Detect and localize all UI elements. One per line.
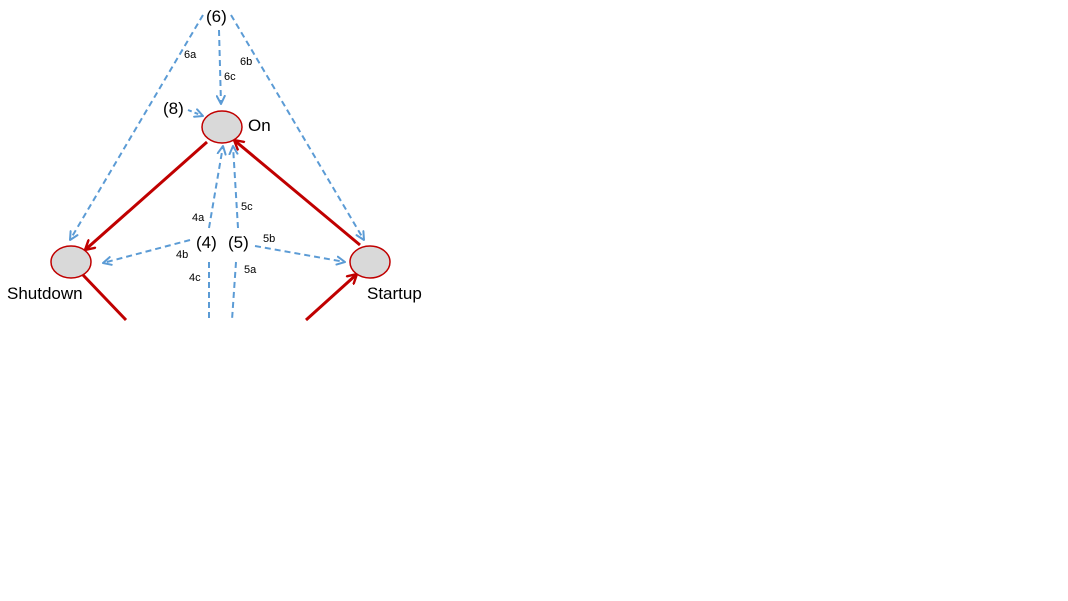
edge-6b-label: 6b xyxy=(240,56,252,68)
arrow-8 xyxy=(187,108,204,118)
arrow-5b xyxy=(254,245,346,266)
edge-6c-label: 6c xyxy=(224,71,236,83)
arrow-4b xyxy=(102,239,191,266)
edge-6a-label: 6a xyxy=(184,49,197,61)
node-startup-label: Startup xyxy=(367,284,422,303)
source-6-label: (6) xyxy=(206,7,227,26)
transition-entry-to-startup xyxy=(304,274,357,322)
node-shutdown xyxy=(50,245,92,279)
edge-5a-label: 5a xyxy=(244,264,257,276)
arrow-6b xyxy=(230,14,365,241)
source-4-label: (4) xyxy=(196,233,217,252)
source-5-label: (5) xyxy=(228,233,249,252)
node-shutdown-label: Shutdown xyxy=(7,284,83,303)
transition-startup-to-on xyxy=(234,140,361,247)
arrow-5c xyxy=(228,145,239,229)
arrow-5a xyxy=(231,261,237,321)
edge-4c-label: 4c xyxy=(189,272,201,284)
arrow-6a xyxy=(69,14,204,241)
arrow-4a xyxy=(208,145,227,229)
transition-shutdown-exit xyxy=(81,273,128,322)
transition-on-to-shutdown xyxy=(85,140,208,250)
node-on xyxy=(201,110,243,144)
node-startup xyxy=(349,245,391,279)
arrow-6c xyxy=(215,29,226,105)
edge-5c-label: 5c xyxy=(241,201,253,213)
node-on-label: On xyxy=(248,116,271,135)
source-8-label: (8) xyxy=(163,99,184,118)
edge-4b-label: 4b xyxy=(176,249,188,261)
edge-5b-label: 5b xyxy=(263,233,275,245)
edge-4a-label: 4a xyxy=(192,212,205,224)
